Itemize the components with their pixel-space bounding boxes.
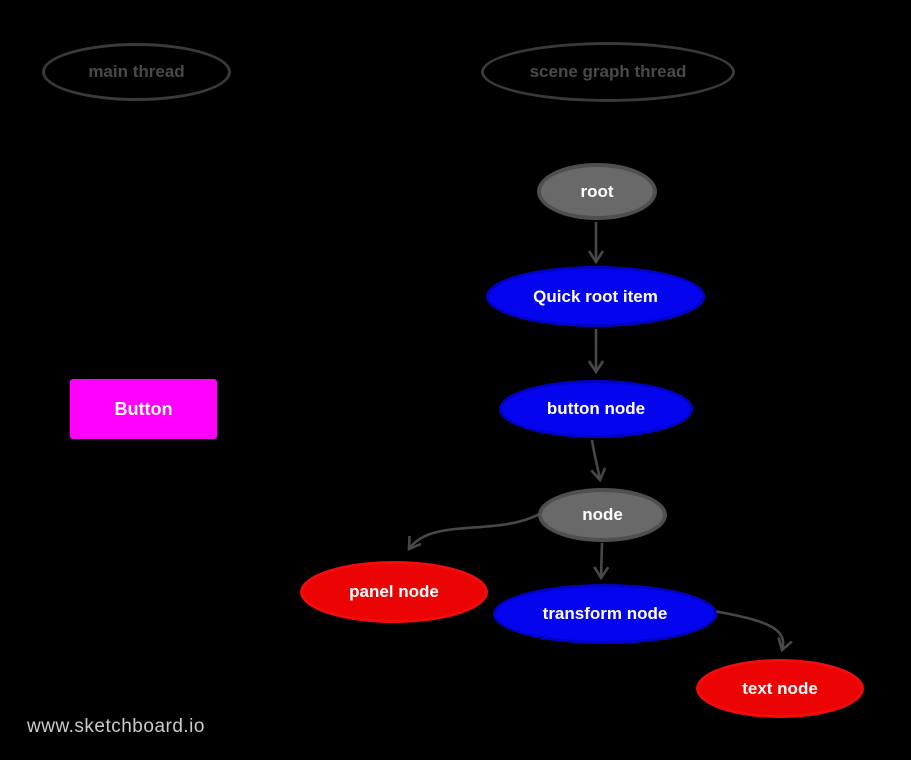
node-root-label: root bbox=[580, 181, 614, 201]
watermark-sketchboard: www.sketchboard.io bbox=[27, 716, 205, 737]
node-button-node-label: button node bbox=[546, 399, 646, 418]
node-button-node[interactable]: button node bbox=[499, 380, 693, 438]
button-shape[interactable]: Button bbox=[70, 379, 217, 439]
lane-main-thread-label: main thread bbox=[88, 62, 185, 81]
node-text-node[interactable]: text node bbox=[696, 659, 864, 718]
node-text-node-label: text node bbox=[742, 678, 818, 698]
node-panel-node[interactable]: panel node bbox=[300, 561, 488, 623]
edge-node-to-transform-node[interactable] bbox=[601, 542, 602, 578]
button-shape-label: Button bbox=[114, 398, 173, 419]
node-transform-node-label: transform node bbox=[542, 604, 668, 623]
node-node[interactable]: node bbox=[538, 488, 667, 542]
edge-node-to-panel-node[interactable] bbox=[409, 510, 544, 549]
node-quick-root-item-label: Quick root item bbox=[533, 286, 658, 306]
lane-scene-graph-thread[interactable]: scene graph thread bbox=[481, 42, 735, 102]
lane-scene-graph-thread-label: scene graph thread bbox=[529, 62, 687, 81]
node-root[interactable]: root bbox=[537, 163, 657, 220]
edge-transform-node-to-text-node[interactable] bbox=[713, 609, 783, 650]
node-node-label: node bbox=[582, 505, 623, 524]
lane-main-thread[interactable]: main thread bbox=[42, 43, 231, 101]
edge-button-node-to-node[interactable] bbox=[592, 439, 600, 480]
node-panel-node-label: panel node bbox=[349, 582, 439, 601]
node-quick-root-item[interactable]: Quick root item bbox=[486, 266, 705, 327]
node-transform-node[interactable]: transform node bbox=[493, 584, 717, 644]
